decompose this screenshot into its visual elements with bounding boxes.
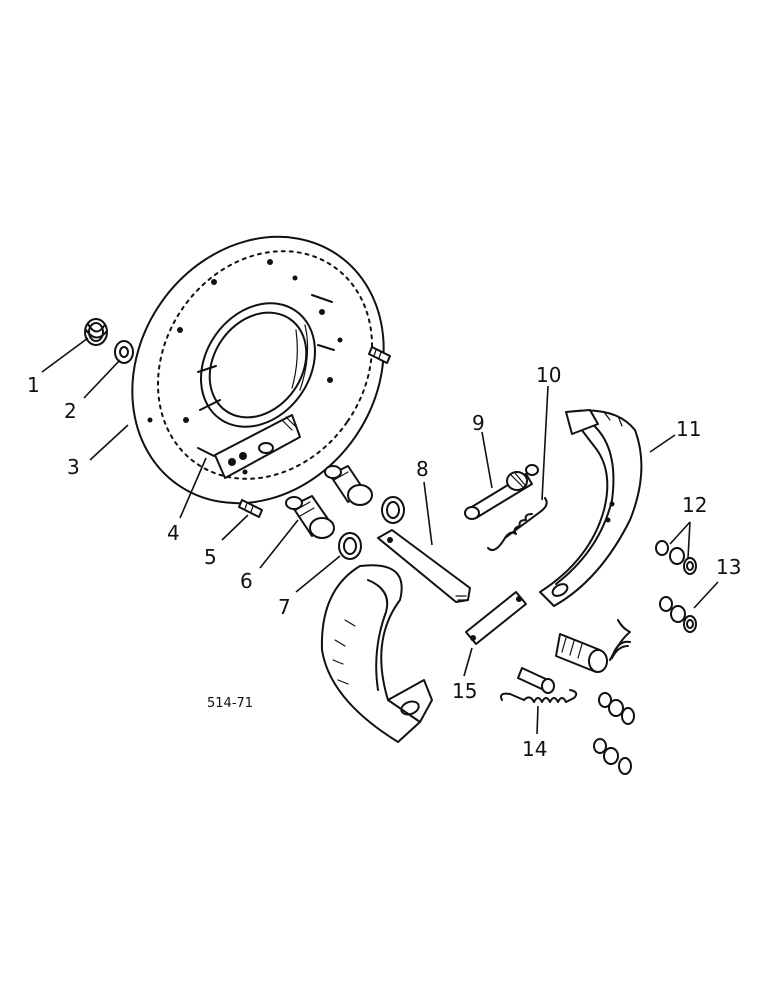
brake-shoe-primary xyxy=(320,564,433,743)
callout-10: 10 xyxy=(536,363,561,387)
callout-1: 1 xyxy=(27,373,40,397)
stud-pin xyxy=(368,346,391,364)
callout-15: 15 xyxy=(452,679,477,703)
anchor-pin-upper xyxy=(324,465,373,506)
wheel-cylinder xyxy=(555,619,631,673)
washer-part-2 xyxy=(114,340,134,364)
callout-5: 5 xyxy=(204,545,217,569)
lever-part-8 xyxy=(377,529,471,603)
callout-14: 14 xyxy=(522,737,547,761)
spring-part-14 xyxy=(500,667,578,703)
bushing-part-7 xyxy=(338,532,362,560)
callout-6: 6 xyxy=(240,569,253,593)
callout-labels: 1 2 3 4 5 6 7 8 9 10 11 12 13 14 15 514-… xyxy=(27,363,741,761)
pin-part-5 xyxy=(238,499,263,518)
callout-13: 13 xyxy=(716,555,741,579)
brake-shoe-secondary xyxy=(539,409,643,607)
figure-code: 514-71 xyxy=(207,696,253,711)
hold-down-set-part-12 xyxy=(655,540,697,575)
hold-down-lower-2 xyxy=(593,738,632,775)
hold-down-set-part-13 xyxy=(659,596,697,633)
backing-plate xyxy=(131,235,385,505)
anchor-pin-part-6 xyxy=(285,495,335,539)
callout-12: 12 xyxy=(682,493,707,517)
callout-3: 3 xyxy=(67,455,80,479)
bushing-upper xyxy=(381,496,405,524)
spring-part-1 xyxy=(84,318,108,346)
callout-9: 9 xyxy=(472,411,485,435)
adjuster-spring-part-10 xyxy=(487,497,548,551)
callout-2: 2 xyxy=(64,399,77,423)
callout-11: 11 xyxy=(676,417,701,441)
adjuster-part-9 xyxy=(464,464,539,520)
callout-4: 4 xyxy=(167,521,180,545)
hold-down-lower-1 xyxy=(598,692,635,725)
callout-7: 7 xyxy=(278,595,291,619)
leader-lines xyxy=(41,337,719,735)
callout-8: 8 xyxy=(416,457,429,481)
link-part-15 xyxy=(465,591,527,645)
